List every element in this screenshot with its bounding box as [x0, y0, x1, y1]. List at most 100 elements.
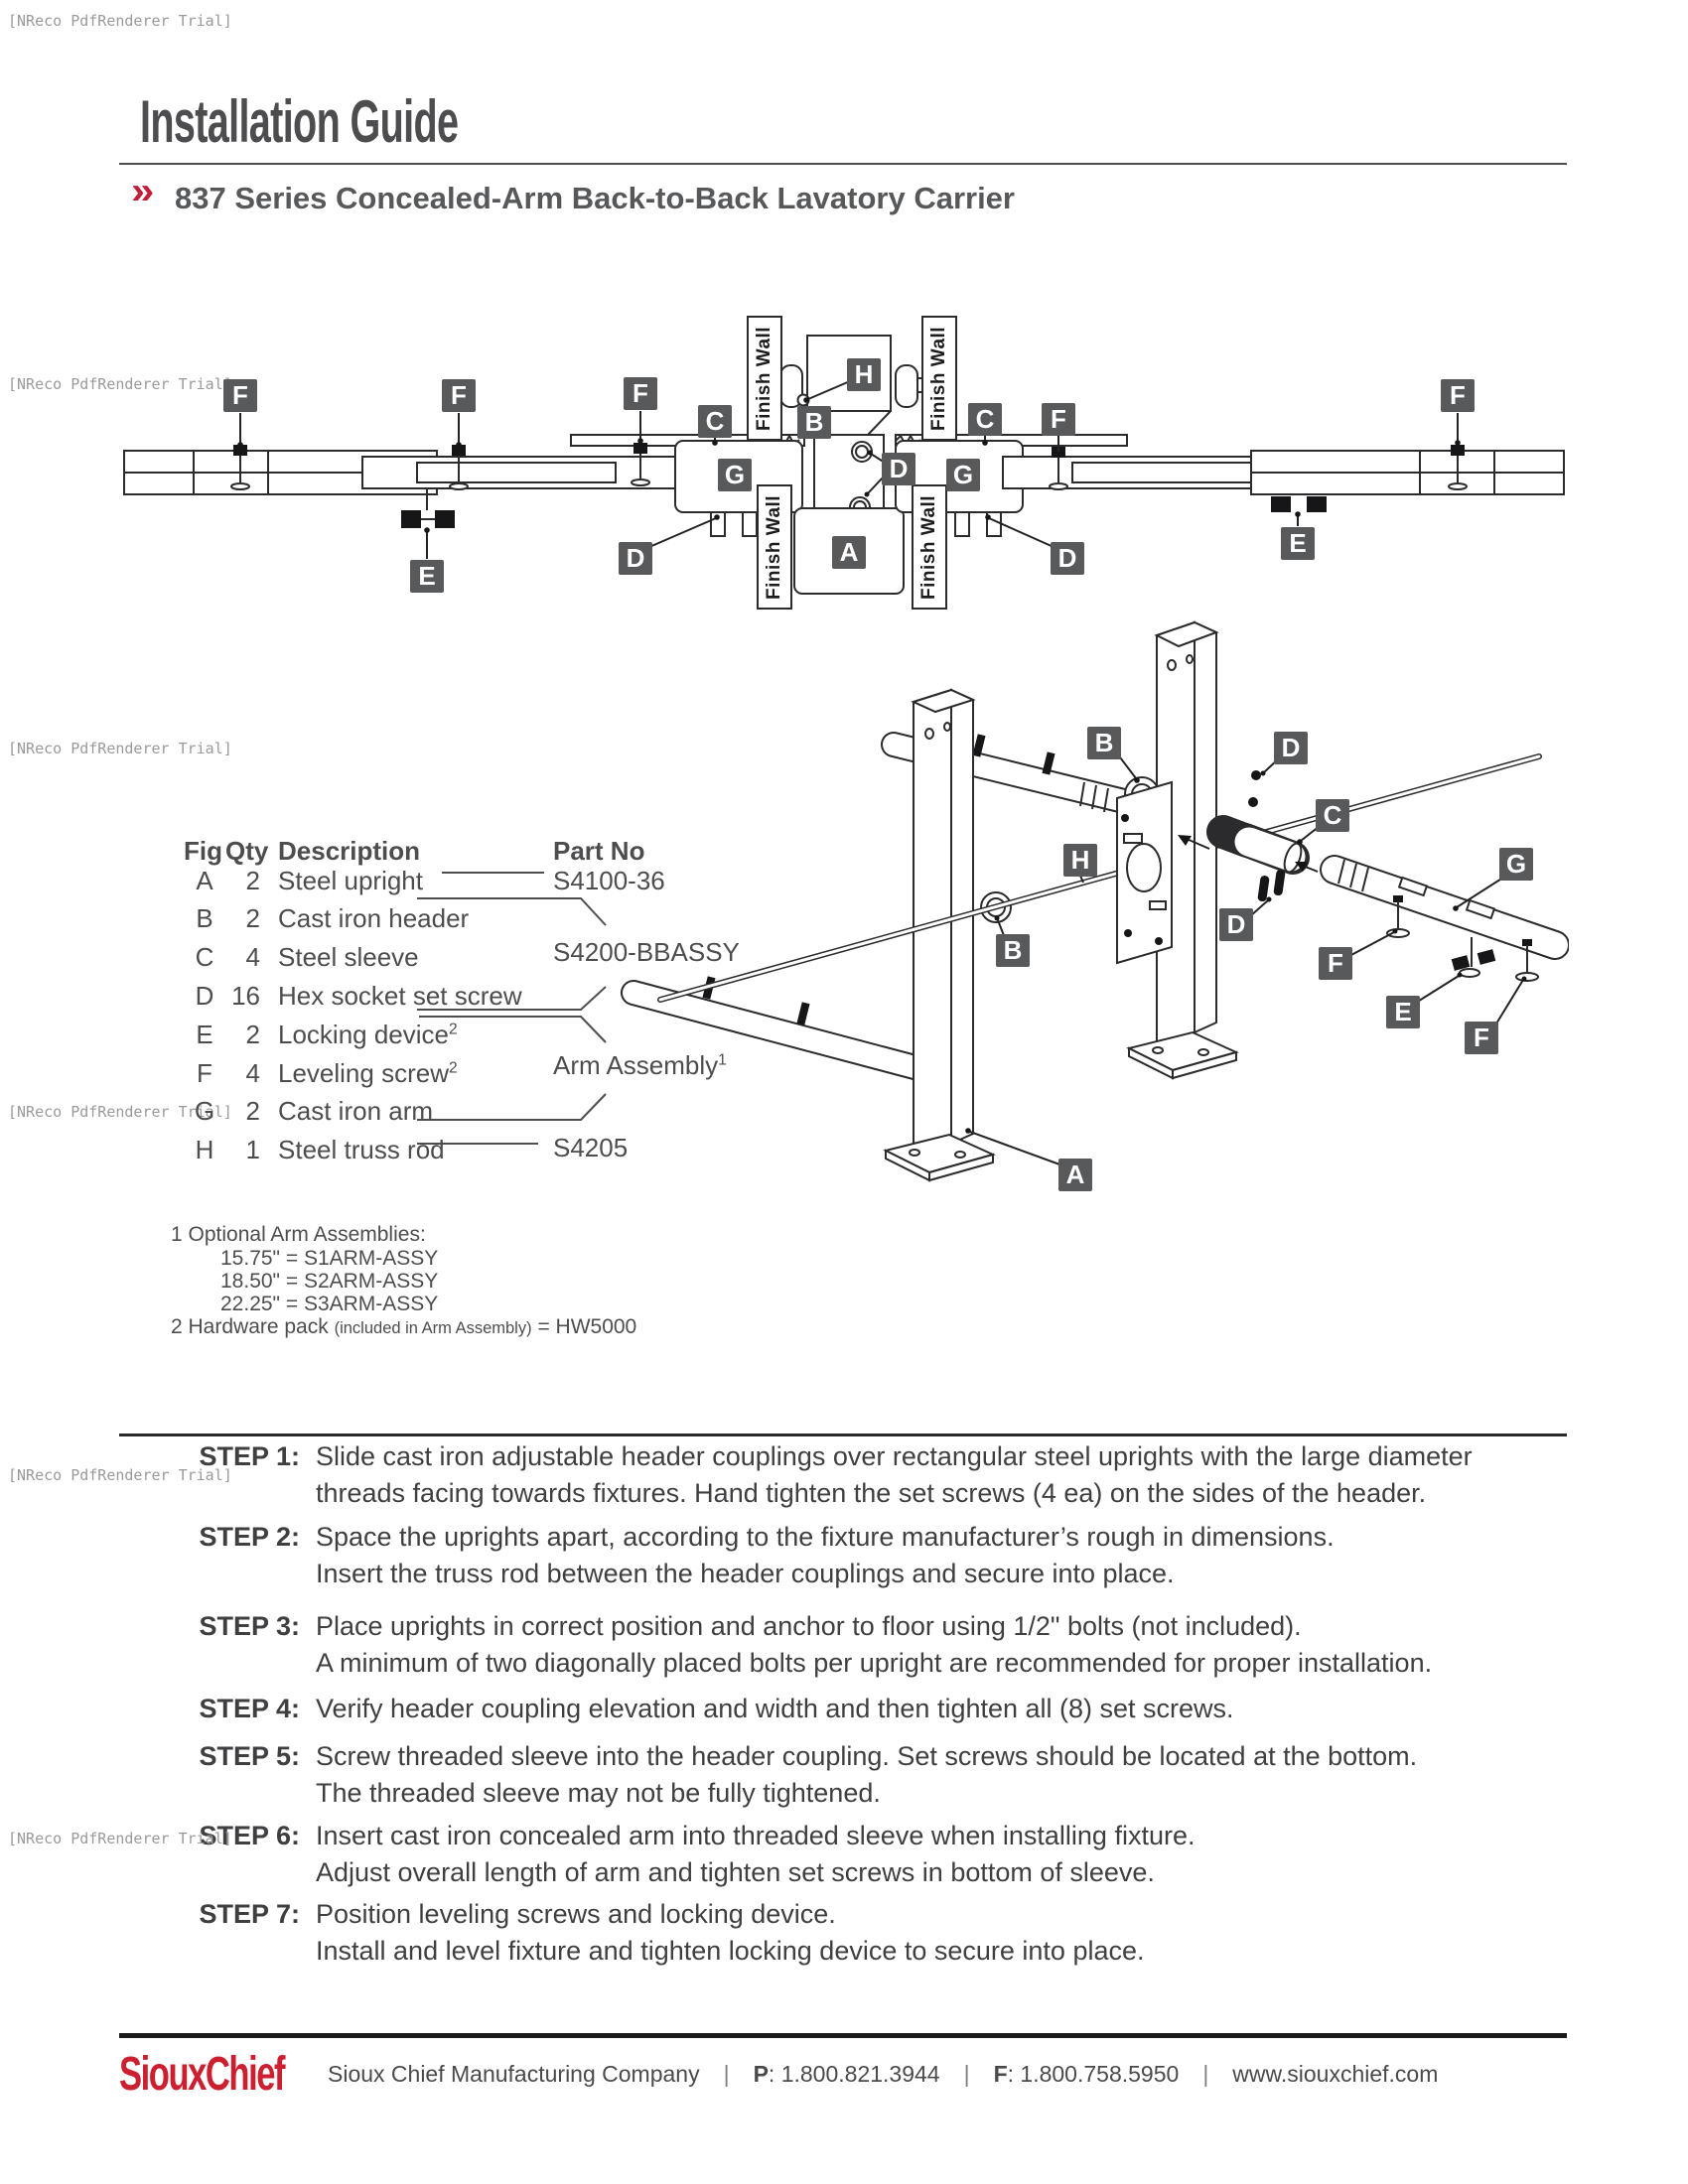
step-text: A minimum of two diagonally placed bolts… [316, 1648, 1433, 1678]
trial-watermark: [NReco PdfRenderer Trial] [8, 1830, 232, 1847]
cell-fig: B [196, 903, 213, 933]
callout-label-C: C [698, 405, 732, 438]
step-label: STEP 2: [199, 1522, 300, 1552]
cell-fig: F [197, 1058, 212, 1088]
step-text: Insert cast iron concealed arm into thre… [316, 1821, 1196, 1850]
trial-watermark: [NReco PdfRenderer Trial] [8, 12, 232, 30]
part-number: S4200-BBASSY [553, 937, 740, 967]
callout-label-F: F [1042, 403, 1075, 436]
footer-phone: P: 1.800.821.3944 [753, 2061, 940, 2087]
callout-label-B: B [996, 934, 1030, 967]
callout-label-H: H [847, 358, 881, 391]
callout-label-E: E [410, 560, 444, 593]
callout-label-B: B [1087, 727, 1121, 759]
trial-watermark: [NReco PdfRenderer Trial] [8, 1103, 232, 1121]
cell-description: Cast iron header [278, 903, 470, 933]
callout-label-C: C [1316, 799, 1349, 832]
footer-separator: | [963, 2061, 970, 2087]
leader-lines [237, 380, 1461, 559]
finish-wall-label: Finish Wall [912, 484, 947, 610]
sioux-chief-logo: SiouxChief [119, 2048, 286, 2101]
col-header-desc: Description [278, 836, 421, 866]
callout-label-F: F [1465, 1022, 1498, 1054]
footnote-2: 2 Hardware pack (included in Arm Assembl… [171, 1315, 637, 1338]
page-subtitle: 837 Series Concealed-Arm Back-to-Back La… [175, 181, 1015, 215]
cell-fig: H [195, 1135, 214, 1164]
finish-wall-label: Finish Wall [757, 484, 792, 610]
superscript: 1 [718, 1051, 727, 1069]
footnote-1-line: 15.75" = S1ARM-ASSY [220, 1247, 439, 1270]
chevron-icon: » [131, 169, 155, 211]
callout-label-A: A [1058, 1159, 1092, 1191]
step-label: STEP 1: [199, 1441, 300, 1471]
cell-qty: 16 [231, 981, 260, 1011]
cell-qty: 2 [245, 903, 260, 933]
step-text: Install and level fixture and tighten lo… [316, 1936, 1145, 1966]
footnote-1-title: 1 Optional Arm Assemblies: [171, 1223, 426, 1246]
finish-wall-label: Finish Wall [921, 316, 957, 441]
step-label: STEP 7: [199, 1899, 300, 1929]
step-text: The threaded sleeve may not be fully tig… [316, 1778, 881, 1808]
cell-description: Hex socket set screw [278, 981, 522, 1011]
cell-description: Steel upright [278, 866, 423, 895]
col-header-part: Part No [553, 836, 645, 866]
part-number: Arm Assembly1 [553, 1050, 727, 1080]
step-text: Screw threaded sleeve into the header co… [316, 1741, 1418, 1771]
callout-label-F: F [1319, 947, 1352, 980]
superscript: 2 [448, 1059, 458, 1077]
cell-description: Steel truss rod [278, 1135, 445, 1164]
footer: SiouxChief Sioux Chief Manufacturing Com… [119, 2047, 1567, 2102]
title-rule [119, 163, 1567, 165]
cell-qty: 1 [245, 1135, 260, 1164]
callout-label-D: D [1274, 732, 1308, 764]
callout-label-D: D [1219, 908, 1253, 941]
callout-label-F: F [1441, 379, 1475, 412]
step-text: Adjust overall length of arm and tighten… [316, 1857, 1155, 1887]
cell-qty: 2 [245, 1096, 260, 1126]
trial-watermark: [NReco PdfRenderer Trial] [8, 1466, 232, 1484]
footer-separator: | [723, 2061, 730, 2087]
callout-label-D: D [1051, 542, 1084, 575]
step-text: Slide cast iron adjustable header coupli… [316, 1441, 1473, 1471]
finish-wall-label: Finish Wall [747, 316, 782, 441]
footer-rule [119, 2033, 1567, 2038]
leader-lines [965, 752, 1527, 1166]
cell-description: Locking device2 [278, 1020, 458, 1049]
cell-fig: D [195, 981, 214, 1011]
footer-website[interactable]: www.siouxchief.com [1232, 2061, 1439, 2087]
cell-description: Steel sleeve [278, 942, 419, 972]
cell-qty: 2 [245, 866, 260, 895]
footer-company: Sioux Chief Manufacturing Company [328, 2061, 700, 2087]
callout-label-D: D [882, 453, 915, 485]
page-title: Installation Guide [140, 88, 459, 155]
callout-label-B: B [797, 406, 831, 439]
callout-label-F: F [442, 379, 476, 412]
callout-label-F: F [223, 379, 257, 412]
callout-label-G: G [946, 459, 980, 491]
callout-label-D: D [619, 542, 652, 575]
steps-divider-rule [119, 1433, 1567, 1436]
part-bracket-lines [417, 872, 607, 1145]
callout-label-H: H [1063, 844, 1097, 877]
trial-watermark: [NReco PdfRenderer Trial] [8, 740, 232, 757]
part-number: S4205 [553, 1133, 629, 1162]
step-text: Insert the truss rod between the header … [316, 1559, 1175, 1588]
step-label: STEP 6: [199, 1821, 300, 1850]
step-text: threads facing towards fixtures. Hand ti… [316, 1478, 1427, 1508]
footnote-1-line: 22.25" = S3ARM-ASSY [220, 1293, 439, 1315]
cell-fig: G [194, 1096, 215, 1126]
cell-fig: C [195, 942, 214, 972]
step-text: Position leveling screws and locking dev… [316, 1899, 836, 1929]
col-header-fig: Fig [184, 836, 222, 866]
cell-qty: 2 [245, 1020, 260, 1049]
cell-qty: 4 [245, 942, 260, 972]
callout-label-E: E [1281, 527, 1315, 560]
step-label: STEP 5: [199, 1741, 300, 1771]
trial-watermark: [NReco PdfRenderer Trial] [8, 375, 232, 393]
step-text: Space the uprights apart, according to t… [316, 1522, 1335, 1552]
callout-label-A: A [832, 536, 866, 569]
footer-separator: | [1202, 2061, 1209, 2087]
step-text: Verify header coupling elevation and wid… [316, 1694, 1234, 1723]
